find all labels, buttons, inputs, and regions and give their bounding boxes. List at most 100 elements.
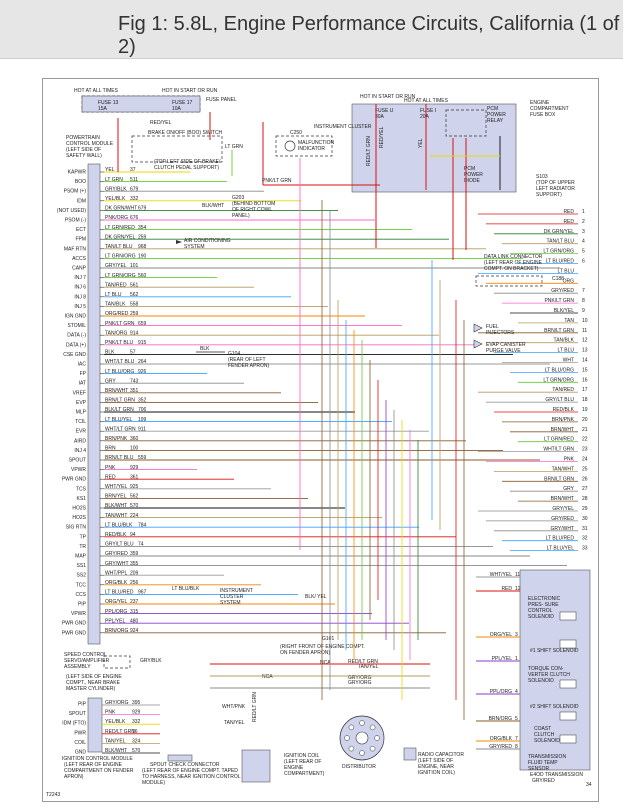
brake-switch-outline	[131, 135, 223, 163]
pcm-pin-label: INJ 8	[74, 294, 86, 300]
pcm-wire-number: 926	[138, 369, 147, 375]
s103-label: S103	[536, 174, 548, 180]
icm-wire-number: 324	[132, 738, 141, 744]
trans-wire-number: 7	[515, 736, 518, 742]
pcm-pin-label: PWR GND	[62, 477, 87, 483]
right-wire-number: 22	[582, 437, 588, 443]
pcm-pin-label: KS1	[77, 496, 87, 502]
epc-solenoid-label: PRES- SURE	[528, 602, 559, 608]
pcm-wire-label: LT BLU	[105, 292, 122, 298]
pcm-wire-number: 561	[130, 282, 139, 288]
right-wire-label: RED	[563, 219, 574, 225]
pcm-pin-label: PIP	[78, 602, 87, 608]
icm-pin-label: SPOUT	[69, 711, 86, 717]
right-wire-label: LT BLU	[558, 348, 575, 354]
pcm-pin-label: PWR GND	[62, 621, 87, 627]
pcm-wire-label: TAN/ORG	[105, 330, 128, 336]
pcm-pin-label: MLP	[76, 410, 87, 416]
pcm-pin-label: CCS	[75, 592, 86, 598]
wire-label-yel: YEL	[418, 138, 424, 148]
figure-header: Fig 1: 5.8L, Engine Performance Circuits…	[0, 0, 623, 59]
pcm-pin-label: SS2	[77, 573, 87, 579]
distributor-terminal-icon	[344, 735, 350, 741]
right-wire-label: GRY/WHT	[550, 526, 574, 532]
pcm-wire-label: GRY/LT BLU	[105, 542, 134, 548]
pcm-wire-number: 315	[130, 609, 139, 615]
fuse-panel-fill	[81, 95, 201, 113]
epc-solenoid-label: CONTROL	[528, 608, 553, 614]
right-wire-number: 19	[582, 407, 588, 413]
wire-label-tan-yel: TAN/YEL	[224, 720, 245, 726]
right-wire-label: DK GRN/YEL	[544, 229, 575, 235]
right-wire-label: LT GRN/RED	[544, 437, 574, 443]
mil-label: MALFUNCTION	[298, 140, 335, 146]
g104-label: G104	[228, 351, 240, 357]
pcm-location: SAFETY WALL)	[66, 153, 102, 159]
speed-ctrl-note: MASTER CYLINDER)	[66, 686, 116, 692]
trans-wire-label: ORG/YEL	[490, 632, 512, 638]
pcm-wire-label: BRN/LT BLU	[105, 455, 134, 461]
wire-label-lt-blu-blk: LT BLU/BLK	[172, 586, 200, 592]
pcm-wire-label: YEL/BLK	[105, 196, 126, 202]
pcm-wire-number: 924	[130, 628, 139, 634]
figure-id-label: T2243	[46, 792, 60, 798]
trans-wire-number: 11	[515, 572, 520, 578]
pcm-location: (LEFT SIDE OF	[66, 147, 101, 153]
pcm-wire-label: LT GRN/ORG	[105, 254, 136, 260]
nca-label-2: NCA	[262, 674, 273, 680]
pcm-power-relay-label: POWER	[487, 112, 506, 118]
pcm-wire-number: 352	[138, 398, 147, 404]
pcm-wire-label: PNK	[105, 465, 116, 471]
right-wire-label: WHT	[563, 358, 574, 364]
right-wire-label: LT BLU/RED	[546, 536, 575, 542]
right-wire-number: 16	[582, 377, 588, 383]
pcm-pin-label: VPWR	[71, 611, 86, 617]
pcm-wire-number: 676	[130, 215, 139, 221]
pcm-wire-number: 224	[130, 513, 139, 519]
icm-pin-label: GND	[75, 750, 87, 756]
pcm-pin-label: TCC	[76, 582, 87, 588]
wire-label-blk-wht: BLK/WHT	[202, 203, 224, 209]
pcm-wire-number: 259	[138, 234, 147, 240]
cluster-outline	[275, 135, 333, 157]
right-wire-number: 23	[582, 447, 588, 453]
distributor-terminal-icon	[374, 735, 380, 741]
right-wire-label: GRY/YEL	[552, 506, 574, 512]
pcm-wire-label: BRN/PNK	[105, 436, 128, 442]
icm-pin-label: PWR	[74, 730, 86, 736]
pcm-wire-label: PNK/ORG	[105, 215, 128, 221]
icm-wire-number: 570	[132, 748, 141, 754]
pcm-pin-label: DATA (+)	[66, 342, 86, 348]
radio-cap-note: ENGINE, NEAR	[418, 764, 454, 770]
g101-note: ON FENDER APRON)	[280, 650, 330, 656]
right-wire-number: 3	[582, 229, 585, 235]
right-wire-label: ORG	[563, 278, 575, 284]
pcm-pin-label: SS1	[77, 563, 87, 569]
g203-note: OF RIGHT COWL	[232, 207, 272, 213]
icm-wire-number: 395	[132, 700, 141, 706]
g104-note: (REAR OF LEFT	[228, 357, 266, 363]
pcm-pin-label: (NOT USED)	[57, 208, 86, 214]
pcm-wire-number: 511	[130, 177, 138, 183]
pcm-wire-label: BRN/WHT	[105, 388, 128, 394]
distributor-terminal-icon	[359, 720, 365, 726]
pcm-wire-number: 925	[130, 484, 139, 490]
tft-label: FLUID TEMP	[528, 760, 558, 766]
solenoid-icon	[559, 734, 577, 744]
pcm-wire-number: 360	[130, 436, 139, 442]
right-wire-label: TAN/RED	[552, 387, 574, 393]
trans-wire-number: 1	[515, 656, 518, 662]
right-wire-number: 17	[582, 387, 588, 393]
pcm-pin-label: AIRD	[74, 438, 86, 444]
trans-wire-label: BRN/ORG	[489, 716, 512, 722]
wire-label-red-lt-grn: RED/LT GRN	[366, 136, 372, 166]
pcm-pin-label: PSOM (-)	[65, 218, 86, 224]
pcm-wire-number: 101	[130, 263, 139, 269]
figure-title: Fig 1: 5.8L, Engine Performance Circuits…	[118, 13, 620, 58]
pcm-wire-number: 100	[130, 446, 139, 452]
g101-note: (RIGHT FRONT OF ENGINE COMPT.	[280, 644, 365, 650]
pcm-wire-label: BRN/LT GRN	[105, 398, 135, 404]
trans-wire-number: 5	[515, 716, 518, 722]
pcm-wire-label: BLK	[105, 350, 115, 356]
pcm-wire-label: LT GRN/RED	[105, 225, 135, 231]
